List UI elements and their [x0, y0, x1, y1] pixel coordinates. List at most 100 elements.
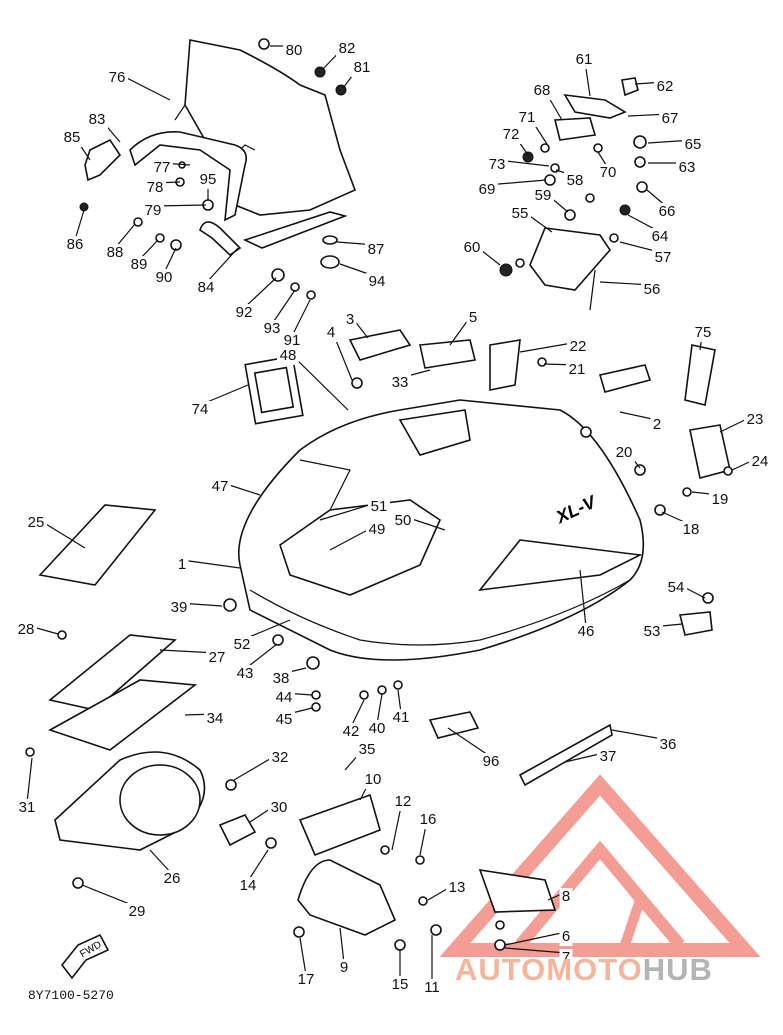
part-label-bg-66 [656, 203, 678, 221]
part-label-60: 60 [464, 239, 481, 256]
leader-line-42 [350, 699, 365, 728]
watermark-text: AUTOMOTOHUB [455, 952, 713, 988]
part-label-4: 4 [327, 324, 335, 341]
part-label-bg-74 [189, 401, 211, 419]
part-label-51: 51 [371, 498, 388, 515]
part-label-bg-39 [168, 599, 190, 617]
part-label-3: 3 [346, 311, 354, 328]
part-label-35: 35 [359, 741, 376, 758]
part-label-16: 16 [420, 811, 437, 828]
part-label-39: 39 [171, 599, 188, 616]
part-label-59: 59 [535, 187, 552, 204]
part-label-92: 92 [236, 304, 253, 321]
part-label-bg-92 [233, 304, 255, 322]
part-label-bg-5 [466, 309, 480, 327]
part-label-9: 9 [340, 959, 348, 976]
part-label-57: 57 [655, 249, 672, 266]
part-label-bg-38 [270, 670, 292, 688]
part-label-64: 64 [652, 228, 669, 245]
part-label-bg-51 [368, 498, 390, 516]
part-label-22: 22 [570, 338, 587, 355]
part-label-bg-53 [641, 623, 663, 641]
part-label-bg-83 [86, 111, 108, 129]
part-label-58: 58 [567, 172, 584, 189]
part-label-93: 93 [264, 320, 281, 337]
part-label-bg-48 [277, 347, 299, 365]
part-label-bg-33 [389, 374, 411, 392]
part-label-bg-19 [709, 491, 731, 509]
part-label-bg-12 [392, 793, 414, 811]
part-label-bg-37 [597, 748, 619, 766]
part-label-26: 26 [164, 870, 181, 887]
part-label-bg-93 [261, 320, 283, 338]
part-label-bg-62 [654, 78, 676, 96]
part-label-bg-47 [209, 478, 231, 496]
part-label-bg-61 [573, 51, 595, 69]
part-label-42: 42 [343, 723, 360, 740]
part-label-77: 77 [154, 159, 171, 176]
part-label-32: 32 [272, 749, 289, 766]
part-label-96: 96 [483, 753, 500, 770]
part-label-50: 50 [395, 512, 412, 529]
part-label-bg-60 [461, 239, 483, 257]
part-label-bg-94 [366, 273, 388, 291]
part-label-11: 11 [424, 979, 440, 996]
part-label-bg-81 [351, 59, 373, 77]
part-label-bg-85 [61, 129, 83, 147]
part-label-13: 13 [449, 879, 466, 896]
part-label-bg-25 [25, 514, 47, 532]
part-label-bg-42 [340, 723, 362, 741]
part-label-bg-35 [356, 741, 378, 759]
part-label-bg-69 [476, 181, 498, 199]
part-label-bg-67 [659, 110, 681, 128]
part-label-73: 73 [489, 156, 506, 173]
part-label-24: 24 [752, 453, 769, 470]
part-label-bg-1 [175, 556, 189, 574]
part-label-bg-76 [106, 69, 128, 87]
part-label-79: 79 [145, 202, 162, 219]
part-label-44: 44 [276, 689, 293, 706]
leader-line-43 [244, 643, 278, 670]
part-label-38: 38 [273, 670, 290, 687]
part-label-71: 71 [519, 109, 536, 126]
part-label-66: 66 [659, 203, 676, 220]
leader-line-9 [339, 927, 345, 964]
part-label-bg-50 [392, 512, 414, 530]
part-label-bg-10 [362, 771, 384, 789]
part-label-56: 56 [644, 281, 661, 298]
part-label-bg-28 [15, 621, 37, 639]
part-label-bg-6 [559, 928, 573, 946]
part-label-62: 62 [657, 78, 674, 95]
part-label-bg-20 [613, 444, 635, 462]
part-label-bg-80 [283, 42, 305, 60]
part-label-bg-79 [142, 202, 164, 220]
watermark-text-a: AUTOMOTO [455, 952, 643, 987]
part-label-bg-3 [343, 311, 357, 329]
part-label-78: 78 [147, 179, 164, 196]
part-label-bg-32 [269, 749, 291, 767]
part-label-bg-72 [500, 126, 522, 144]
leader-line-31 [26, 757, 33, 804]
part-label-bg-24 [749, 453, 771, 471]
part-label-90: 90 [156, 269, 173, 286]
part-label-20: 20 [616, 444, 633, 461]
part-label-86: 86 [67, 236, 84, 253]
part-label-bg-68 [531, 82, 553, 100]
windshield-assembly [79, 38, 357, 300]
leader-line-17 [299, 937, 307, 976]
part-label-54: 54 [668, 579, 685, 596]
part-label-40: 40 [369, 720, 386, 737]
part-label-bg-40 [366, 720, 388, 738]
fasteners [25, 357, 733, 951]
leader-line-86 [74, 209, 85, 241]
part-label-84: 84 [198, 279, 215, 296]
leader-line-6 [504, 931, 567, 946]
part-label-bg-55 [509, 205, 531, 223]
part-label-21: 21 [569, 361, 586, 378]
leader-line-91 [291, 299, 311, 337]
part-label-bg-26 [161, 870, 183, 888]
part-label-76: 76 [109, 69, 126, 86]
leader-line-40 [376, 693, 383, 725]
part-label-bg-31 [16, 799, 38, 817]
